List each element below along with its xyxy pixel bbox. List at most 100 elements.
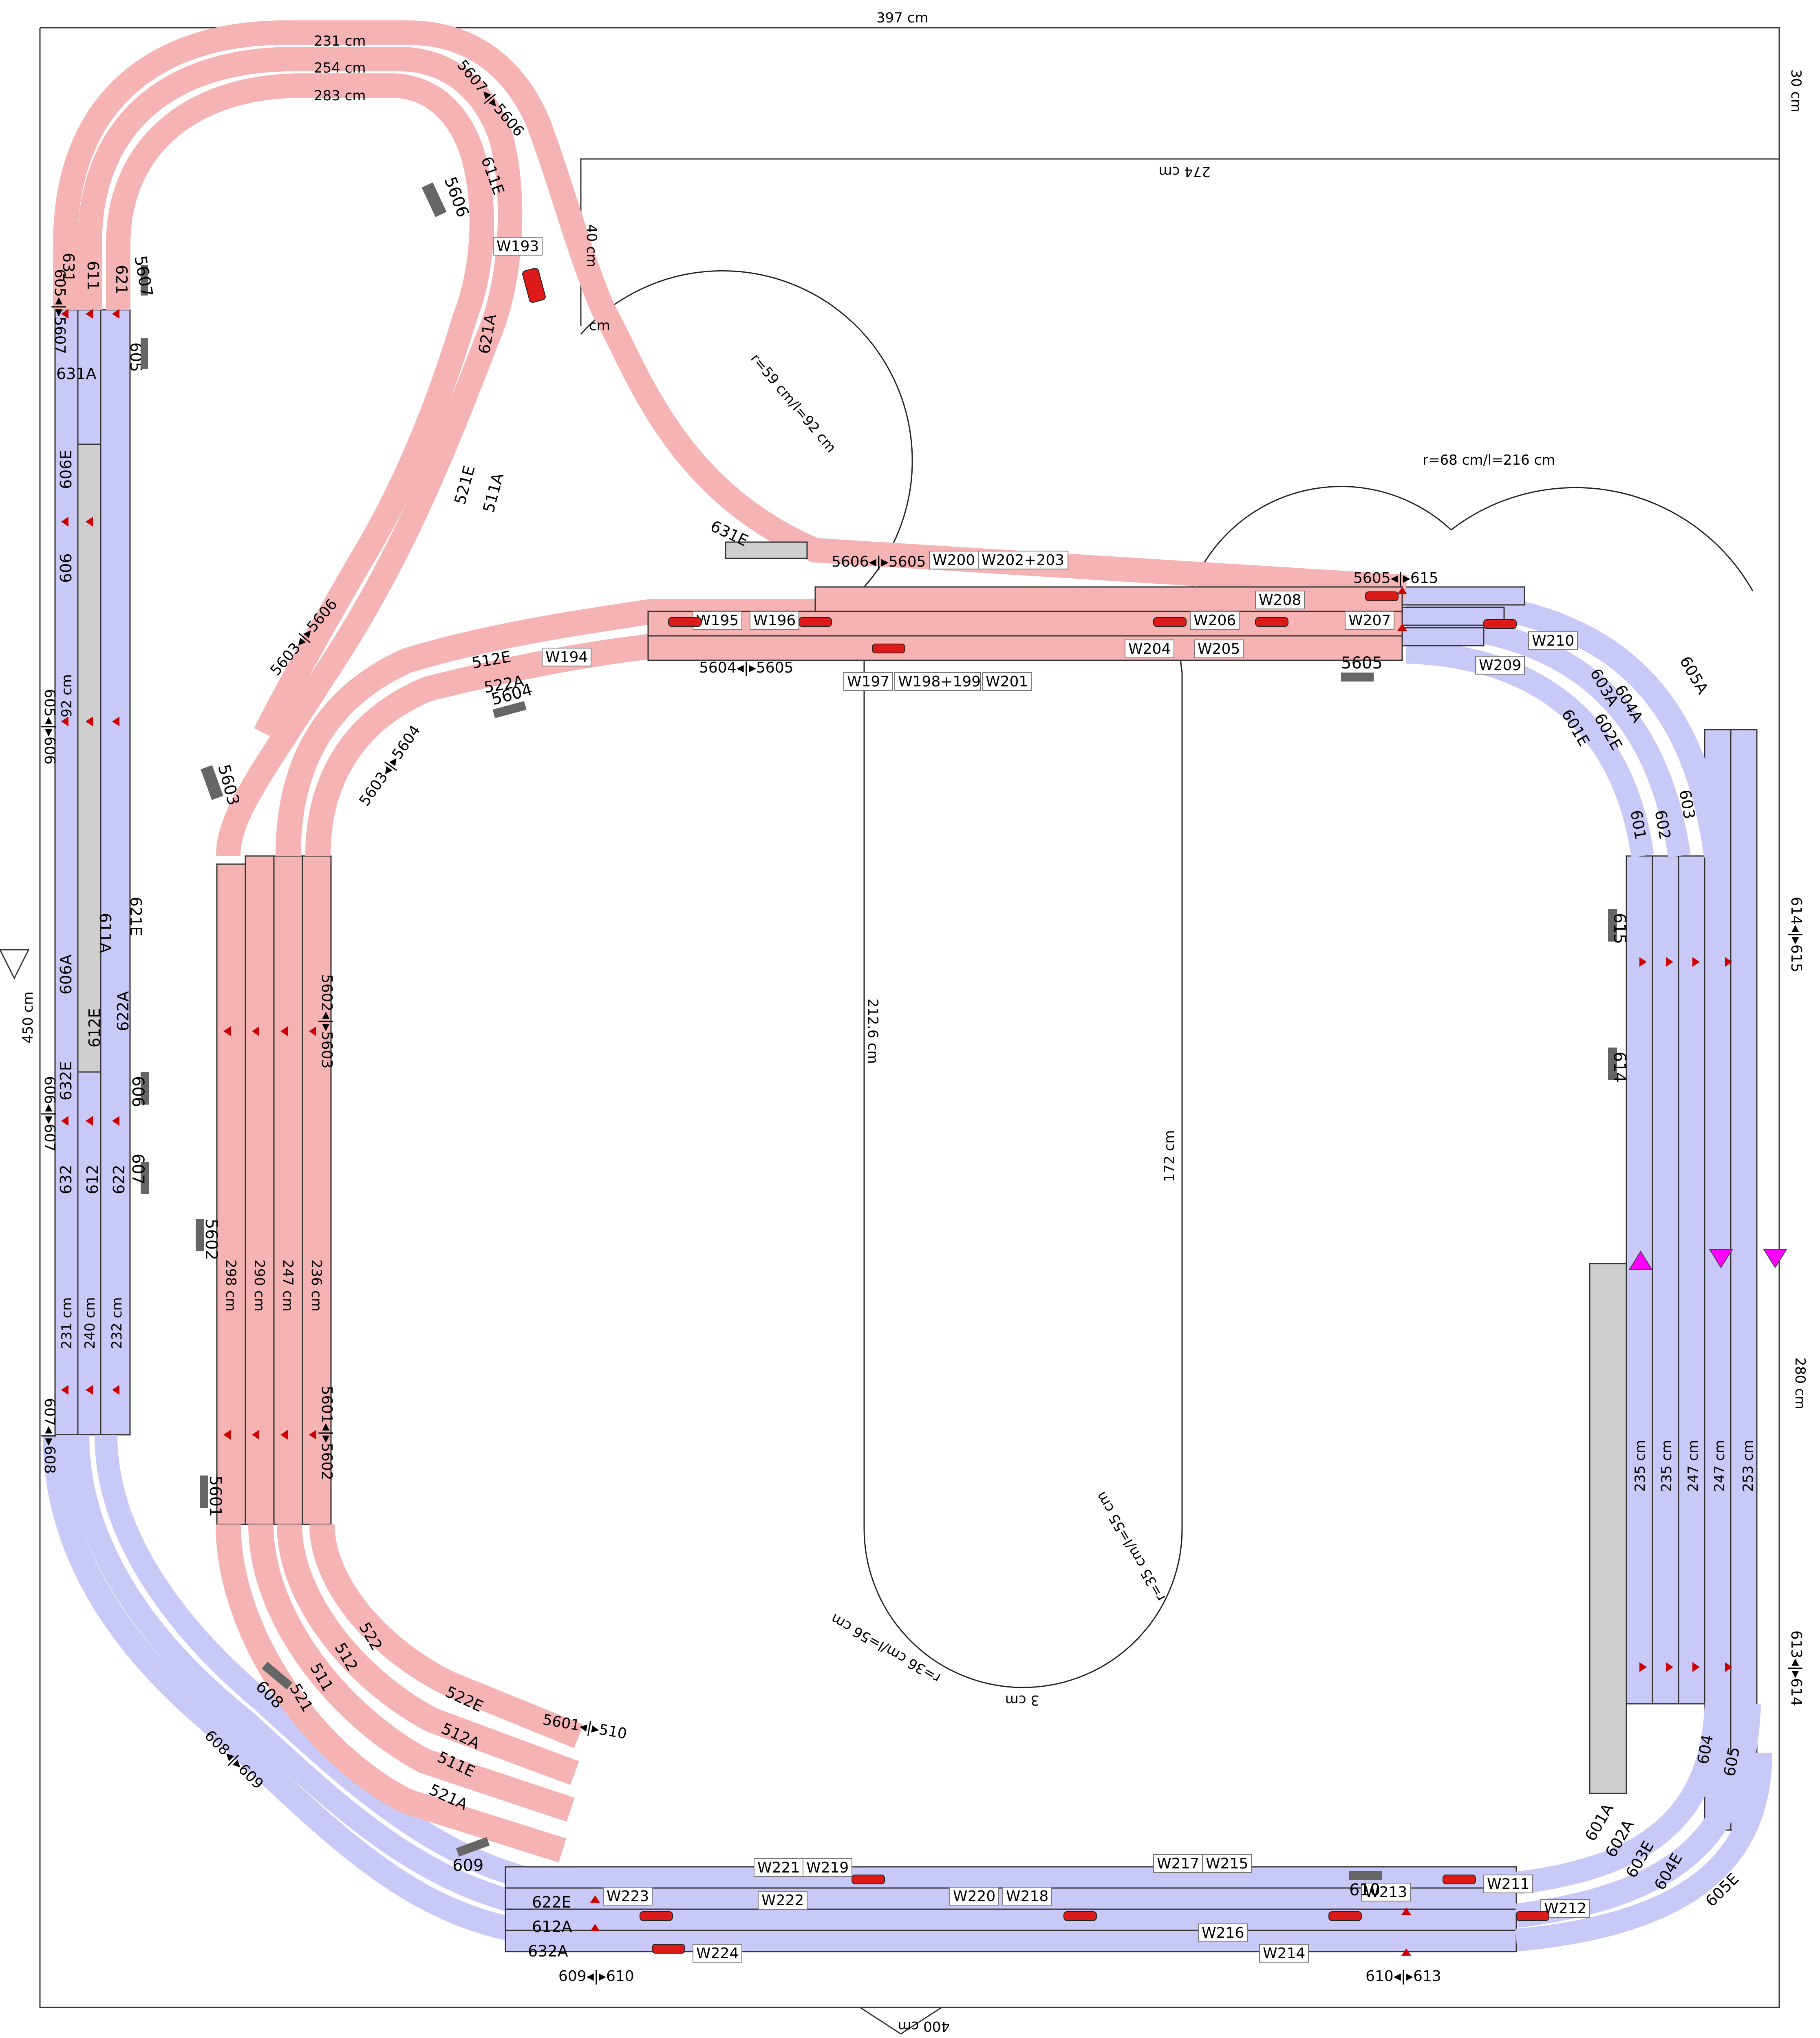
direction-markers: [1628, 1249, 1787, 1270]
track-606A: 606A: [57, 954, 75, 995]
track-631A: 631A: [56, 365, 97, 383]
sensor-610: 610: [1349, 1871, 1382, 1899]
switch-W198-199: W198+199: [894, 672, 981, 691]
boundary-5606-5605: 5606◂|▸5605: [832, 554, 926, 570]
svg-text:W220: W220: [953, 1888, 995, 1905]
track-632A: 632A: [528, 1942, 568, 1960]
dim-arc-a: r=59 cm/l=92 cm: [747, 351, 839, 456]
track-606: 606: [57, 553, 75, 583]
svg-text:W205: W205: [1198, 641, 1240, 657]
track-521E: 521E: [451, 464, 478, 507]
len-r2: 235 cm: [1659, 1440, 1675, 1492]
switch-W222: W222: [758, 1891, 807, 1910]
len-r5: 253 cm: [1740, 1440, 1756, 1492]
switch-W223: W223: [603, 1887, 653, 1906]
boundary-5601-5602: 5601◂|▸5602: [318, 1386, 335, 1480]
svg-text:W207: W207: [1348, 612, 1391, 629]
svg-text:W222: W222: [761, 1892, 804, 1909]
svg-text:607: 607: [128, 1154, 147, 1184]
switch-W200: W200: [929, 551, 979, 569]
red-track-inner-curve: [276, 599, 816, 856]
len-top1: 231 cm: [314, 33, 366, 49]
track-631: 631: [60, 253, 77, 282]
svg-text:W213: W213: [1365, 1884, 1407, 1901]
switch-W201: W201: [982, 672, 1032, 691]
switch-W218: W218: [1002, 1887, 1052, 1906]
red-track-middle: [216, 855, 332, 1525]
svg-text:W215: W215: [1206, 1855, 1248, 1872]
boundary-605-606: 605◂|▸606: [41, 689, 58, 765]
switch-W207: W207: [1345, 611, 1394, 630]
switch-W219: W219: [803, 1858, 852, 1877]
blue-track-bottom-left: [43, 1434, 549, 1944]
switch-W221: W221: [754, 1858, 803, 1877]
svg-text:610: 610: [1349, 1881, 1380, 1899]
switch-W208: W208: [1255, 591, 1305, 609]
svg-text:W201: W201: [986, 673, 1028, 690]
svg-text:W214: W214: [1263, 1945, 1305, 1962]
len-top3: 283 cm: [314, 88, 366, 104]
svg-text:W209: W209: [1479, 657, 1521, 674]
switch-W202-203: W202+203: [978, 551, 1068, 569]
length-labels: 231 cm 254 cm 283 cm 231 cm 240 cm 232 c…: [59, 33, 1756, 1492]
len-m4: 236 cm: [308, 1259, 324, 1312]
switch-labels: W193 W194 W195 W196 W197 W198+199 W200 W…: [493, 237, 1590, 1963]
sensor-5601: 5601: [200, 1476, 225, 1517]
switch-W193: W193: [493, 237, 543, 256]
sensor-5606: 5606: [421, 174, 472, 220]
dim-center-a: 212.6 cm: [865, 999, 881, 1064]
sensor-5602: 5602: [196, 1219, 221, 1260]
dim-small-cm: cm: [589, 318, 610, 334]
svg-text:606: 606: [128, 1076, 147, 1107]
svg-text:W197: W197: [847, 673, 889, 690]
len-top2: 254 cm: [314, 60, 366, 76]
boundary-609-610: 609◂|▸610: [558, 1968, 634, 1985]
switch-W205: W205: [1194, 640, 1244, 658]
dim-right-offset: 30 cm: [1788, 69, 1804, 112]
len-l2: 240 cm: [82, 1297, 98, 1349]
signals: [61, 309, 1732, 1956]
svg-text:W195: W195: [696, 612, 739, 629]
red-track-top-loop: [53, 20, 1407, 856]
svg-text:615: 615: [1610, 913, 1629, 944]
dim-top-width: 397 cm: [876, 10, 929, 26]
svg-text:W210: W210: [1532, 633, 1574, 649]
dim-center-gap: 3 cm: [1005, 1692, 1039, 1708]
svg-text:W218: W218: [1006, 1888, 1048, 1905]
len-l3: 232 cm: [109, 1297, 125, 1349]
len-r3: 247 cm: [1685, 1440, 1701, 1492]
sensor-609: 609: [452, 1837, 490, 1875]
dim-inner-drop: 40 cm: [583, 224, 600, 267]
switch-W197: W197: [843, 672, 893, 691]
svg-text:W211: W211: [1487, 1876, 1529, 1892]
sensor-615: 615: [1608, 909, 1629, 944]
track-621E: 621E: [127, 897, 145, 936]
switch-W213: W213: [1361, 1883, 1411, 1901]
svg-text:W204: W204: [1128, 641, 1171, 657]
loop-guides: [580, 270, 1754, 1688]
track-622A: 622A: [114, 991, 132, 1031]
trains: [522, 267, 1549, 1954]
red-track-lower-fan: [216, 1524, 584, 1863]
len-m2: 290 cm: [251, 1259, 267, 1312]
switch-W209: W209: [1475, 656, 1525, 675]
sensor-605: [141, 338, 148, 369]
track-622: 622: [110, 1165, 128, 1194]
switch-W210: W210: [1528, 631, 1578, 650]
track-632E: 632E: [57, 1061, 75, 1101]
track-511A: 511A: [479, 471, 507, 515]
track-622E: 622E: [532, 1893, 571, 1911]
svg-text:5605: 5605: [1341, 654, 1383, 673]
switch-W211: W211: [1483, 1875, 1533, 1893]
track-611: 611: [84, 261, 102, 291]
switch-W206: W206: [1190, 611, 1240, 630]
sensor-5605: 5605: [1341, 654, 1383, 682]
track-611A: 611A: [96, 913, 114, 953]
blue-track-top-right: [1401, 586, 1525, 646]
switch-W194: W194: [542, 648, 591, 666]
svg-text:W221: W221: [757, 1859, 800, 1876]
switch-W214: W214: [1259, 1944, 1309, 1963]
dim-arc-d: r=35 cm/l=55 cm: [1093, 1489, 1169, 1604]
dim-bottom-width: 400 cm: [898, 2018, 950, 2034]
